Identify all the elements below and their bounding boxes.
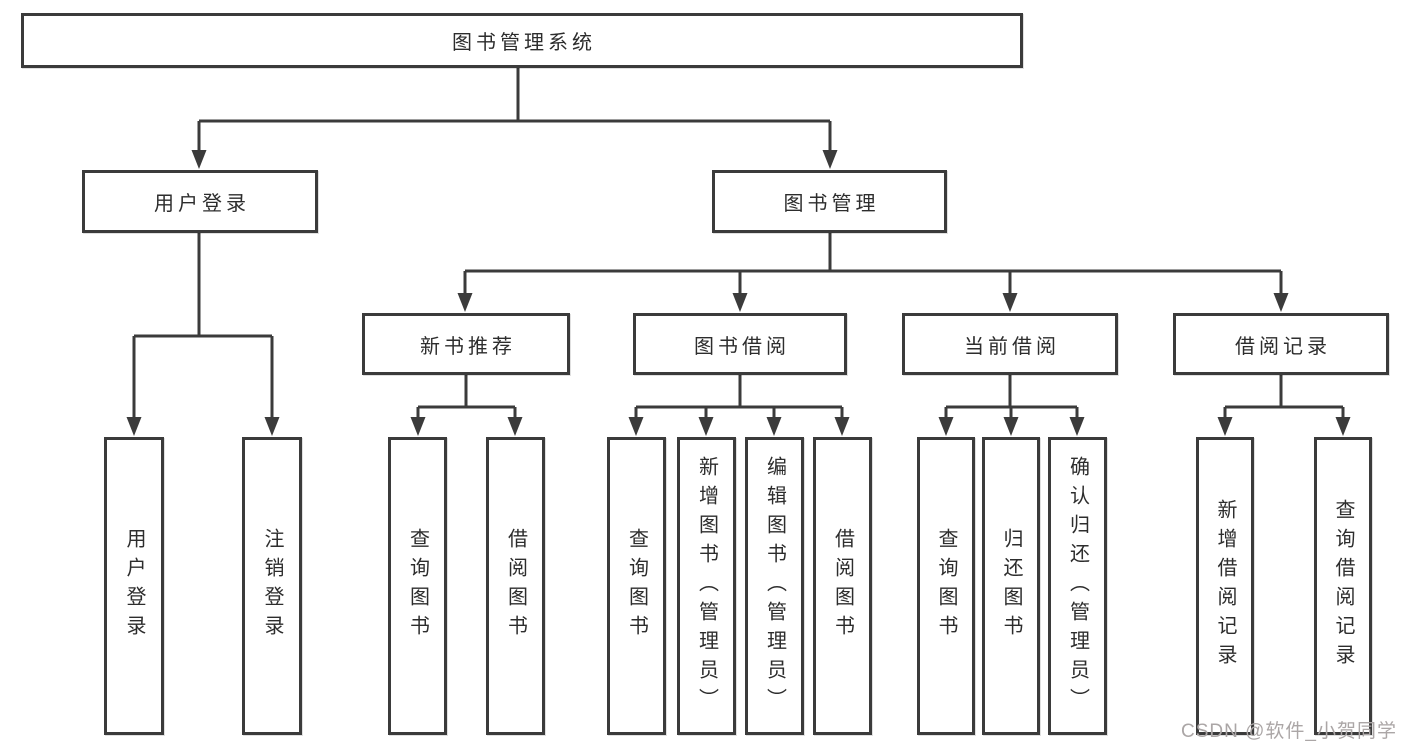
node-current-borrow: 当前借阅 (902, 313, 1118, 375)
edges-book-borrow-to-leaves (628, 375, 850, 436)
leaf-borrow-book-under-borrow: 借阅图书 (813, 437, 872, 735)
leaf-query-book-under-current: 查询图书 (917, 437, 975, 735)
leaf-borrow-book-label: 借阅图书 (831, 528, 854, 644)
leaf-query-book-under-borrow: 查询图书 (607, 437, 666, 735)
leaf-user-login-label: 用户登录 (123, 528, 145, 644)
leaf-query-book-label: 查询图书 (935, 528, 957, 644)
leaf-user-login: 用户登录 (104, 437, 164, 735)
node-borrow-records: 借阅记录 (1173, 313, 1389, 375)
leaf-confirm-return-admin: 确认归还（管理员） (1048, 437, 1107, 735)
edges-current-borrow-to-leaves (938, 375, 1085, 436)
node-root-system-label: 图书管理系统 (452, 32, 596, 54)
leaf-add-borrow-record-label: 新增借阅记录 (1214, 499, 1236, 673)
node-book-management: 图书管理 (712, 170, 947, 233)
leaf-borrow-book-under-recommend: 借阅图书 (486, 437, 545, 735)
leaf-borrow-book-label: 借阅图书 (504, 528, 527, 644)
leaf-logout-label: 注销登录 (261, 528, 283, 644)
leaf-return-book: 归还图书 (982, 437, 1040, 735)
leaf-add-book-admin: 新增图书（管理员） (677, 437, 736, 735)
edges-borrow-records-to-leaves (1217, 375, 1351, 436)
leaf-query-borrow-record-label: 查询借阅记录 (1332, 499, 1354, 673)
leaf-query-book-label: 查询图书 (625, 528, 648, 644)
node-borrow-records-label: 借阅记录 (1235, 335, 1331, 358)
node-book-borrow-label: 图书借阅 (694, 335, 790, 358)
node-new-book-recommend-label: 新书推荐 (420, 335, 516, 358)
leaf-confirm-return-admin-label: 确认归还（管理员） (1066, 455, 1089, 717)
edges-user-login-to-leaves (126, 233, 280, 436)
csdn-watermark: CSDN @软件_小贺同学 (1181, 721, 1397, 742)
node-new-book-recommend: 新书推荐 (362, 313, 570, 375)
leaf-logout: 注销登录 (242, 437, 302, 735)
node-book-management-label: 图书管理 (783, 193, 880, 215)
node-current-borrow-label: 当前借阅 (964, 335, 1060, 358)
leaf-edit-book-admin: 编辑图书（管理员） (745, 437, 804, 735)
leaf-query-borrow-record: 查询借阅记录 (1314, 437, 1372, 735)
edges-book-management-to-level3 (457, 233, 1289, 312)
leaf-query-book-under-recommend: 查询图书 (388, 437, 447, 735)
leaf-add-book-admin-label: 新增图书（管理员） (695, 455, 718, 717)
edges-new-book-rec-to-leaves (410, 375, 523, 436)
leaf-add-borrow-record: 新增借阅记录 (1196, 437, 1254, 735)
edges-root-to-level2 (191, 68, 838, 169)
node-user-login: 用户登录 (82, 170, 318, 233)
node-user-login-label: 用户登录 (154, 193, 250, 215)
leaf-return-book-label: 归还图书 (1000, 528, 1022, 644)
leaf-query-book-label: 查询图书 (406, 528, 429, 644)
node-book-borrow: 图书借阅 (633, 313, 847, 375)
node-root-system: 图书管理系统 (21, 13, 1023, 68)
leaf-edit-book-admin-label: 编辑图书（管理员） (763, 455, 786, 717)
